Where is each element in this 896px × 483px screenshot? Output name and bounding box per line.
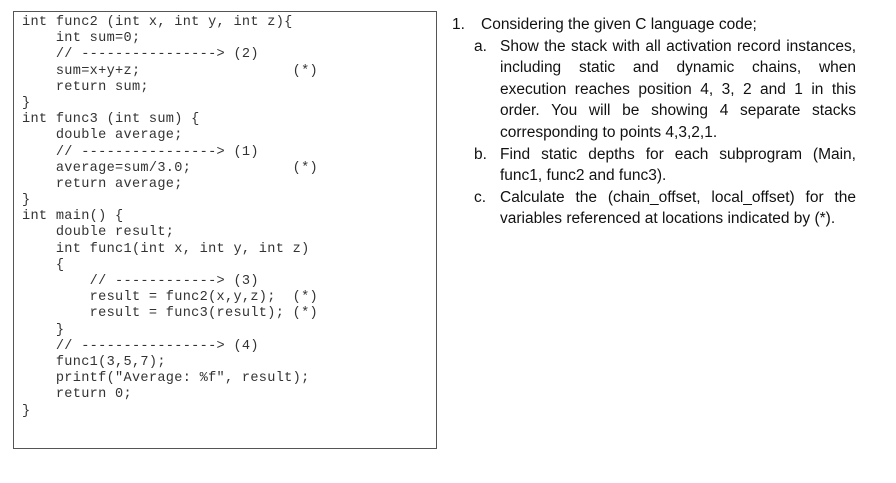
code-line: return sum; [22, 79, 149, 95]
code-line: } [22, 95, 31, 111]
code-line: sum=x+y+z; (*) [22, 63, 319, 79]
code-line: { [22, 257, 65, 273]
code-line: return 0; [22, 387, 132, 403]
question-part-b: b. Find static depths for each subprogra… [474, 144, 856, 187]
question-intro: Considering the given C language code; [481, 16, 757, 33]
question-number: 1. [452, 16, 465, 33]
code-line: // ----------------> (4) [22, 338, 259, 354]
code-line: // ----------------> (2) [22, 47, 259, 63]
code-line: func1(3,5,7); [22, 354, 166, 370]
code-line: int func1(int x, int y, int z) [22, 241, 310, 257]
part-label: b. [474, 145, 487, 163]
question-part-c: c. Calculate the (chain_offset, local_of… [474, 187, 856, 230]
code-line: result = func2(x,y,z); (*) [22, 290, 319, 306]
code-line: return average; [22, 176, 183, 192]
code-line: // ----------------> (1) [22, 144, 259, 160]
question-heading: 1. Considering the given C language code… [452, 14, 856, 36]
question-part-a: a. Show the stack with all activation re… [474, 36, 856, 144]
part-label: c. [474, 188, 487, 206]
code-line: printf("Average: %f", result); [22, 371, 310, 387]
code-line: int sum=0; [22, 31, 141, 47]
code-line: double result; [22, 225, 175, 241]
part-label: a. [474, 37, 487, 55]
code-line: } [22, 403, 31, 419]
code-line: } [22, 322, 65, 338]
code-line: } [22, 193, 31, 209]
question-block: 1. Considering the given C language code… [452, 14, 856, 230]
code-line: int func2 (int x, int y, int z){ [22, 15, 293, 30]
code-line: // ------------> (3) [22, 274, 259, 289]
code-line: int main() { [22, 209, 124, 225]
code-line: double average; [22, 128, 183, 144]
code-line: result = func3(result); (*) [22, 306, 319, 322]
code-listing: int func2 (int x, int y, int z){ int sum… [13, 11, 437, 449]
part-text: Calculate the (chain_offset, local_offse… [500, 188, 856, 228]
part-text: Find static depths for each subprogram (… [500, 145, 856, 185]
code-line: average=sum/3.0; (*) [22, 160, 319, 176]
code-line: int func3 (int sum) { [22, 112, 200, 128]
part-text: Show the stack with all activation recor… [500, 37, 856, 141]
